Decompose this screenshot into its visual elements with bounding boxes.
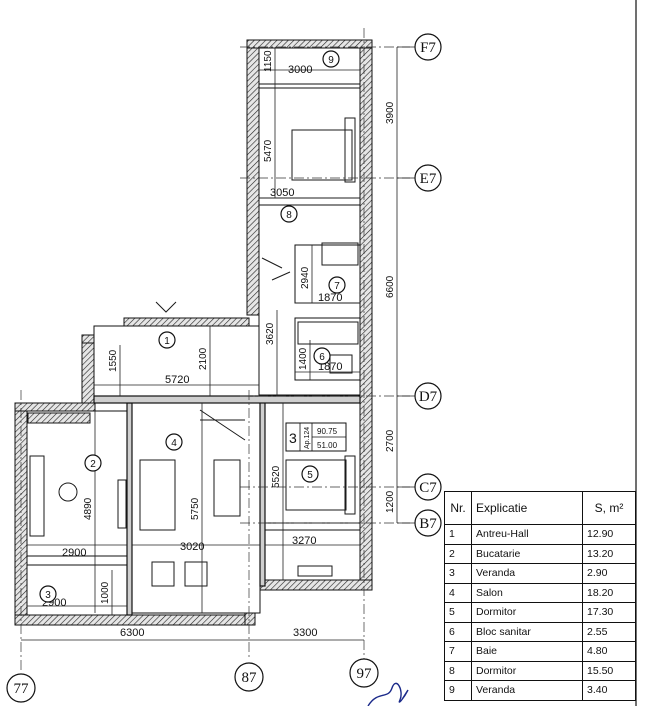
dim-2700: 2700 [385, 429, 396, 452]
dimension-lines [21, 47, 398, 641]
axis-bubble-F7: F7 [397, 33, 442, 61]
dim-6600: 6600 [385, 275, 396, 298]
axis-bubble-87: 87 [234, 662, 264, 692]
dim-1000: 1000 [100, 581, 111, 604]
dim-2940: 2940 [300, 266, 311, 289]
dim-5720: 5720 [165, 374, 189, 386]
dim-4890: 4890 [83, 497, 94, 520]
dim-2900-a: 2900 [62, 547, 86, 559]
room-marker-8: 8 [280, 205, 298, 223]
svg-text:9: 9 [328, 55, 334, 66]
room-marker-9: 9 [322, 50, 340, 68]
svg-text:C7: C7 [419, 480, 437, 496]
dim-3620: 3620 [265, 322, 276, 345]
axis-lines [20, 28, 410, 670]
apartment-number: 3 [289, 430, 297, 446]
dim-3050: 3050 [270, 187, 294, 199]
legend-header-row: Nr. Explicatie S, m² [444, 491, 636, 525]
outer-walls [14, 39, 373, 626]
legend-header-name: Explicatie [471, 491, 583, 525]
room-marker-4: 4 [165, 433, 183, 451]
svg-text:3: 3 [45, 590, 51, 601]
dim-3300: 3300 [293, 627, 317, 639]
dim-1400: 1400 [298, 347, 309, 370]
legend-header-area: S, m² [582, 491, 636, 525]
svg-text:8: 8 [286, 210, 292, 221]
axis-bubble-C7: C7 [397, 473, 442, 501]
svg-text:6: 6 [319, 352, 325, 363]
svg-text:1: 1 [164, 336, 170, 347]
dim-top-3000: 3000 [288, 64, 312, 76]
svg-text:E7: E7 [420, 171, 437, 187]
room-marker-7: 7 [328, 276, 346, 294]
svg-text:F7: F7 [420, 40, 436, 56]
room-marker-1: 1 [158, 331, 176, 349]
dim-2100: 2100 [198, 347, 209, 370]
axis-bubble-B7: B7 [397, 509, 442, 537]
apartment-area-total: 90.75 [317, 427, 338, 436]
dim-1550: 1550 [108, 349, 119, 372]
svg-text:5: 5 [307, 470, 313, 481]
apartment-area-living: 51.00 [317, 441, 338, 450]
room-marker-6: 6 [313, 347, 331, 365]
svg-text:77: 77 [14, 681, 30, 697]
room-marker-2: 2 [84, 454, 102, 472]
axis-bubble-D7: D7 [397, 382, 442, 410]
dim-5750: 5750 [190, 497, 201, 520]
svg-text:2: 2 [90, 459, 96, 470]
dim-5520: 5520 [271, 465, 282, 488]
apartment-kind: Ap.124 [304, 427, 311, 449]
signature-mark [367, 682, 409, 706]
axis-bubble-77: 77 [6, 673, 36, 703]
svg-text:4: 4 [171, 438, 177, 449]
svg-text:B7: B7 [419, 516, 437, 532]
room-markers: 9 8 7 6 1 2 4 5 3 [39, 50, 346, 603]
dim-3020: 3020 [180, 541, 204, 553]
svg-text:97: 97 [357, 666, 373, 682]
room-marker-3: 3 [39, 585, 57, 603]
dim-1200: 1200 [385, 490, 396, 513]
svg-text:D7: D7 [419, 389, 438, 405]
dim-1870-a: 1870 [318, 292, 342, 304]
room-marker-5: 5 [301, 465, 319, 483]
interior-partitions [26, 47, 361, 616]
axis-bubble-E7: E7 [397, 164, 442, 192]
dim-5470: 5470 [263, 139, 274, 162]
dim-3270: 3270 [292, 535, 316, 547]
dim-1150: 1150 [263, 50, 274, 72]
legend-header-nr: Nr. [444, 491, 472, 525]
axis-bubbles: F7 E7 D7 C7 B7 77 87 97 [6, 33, 442, 703]
dim-3900: 3900 [385, 101, 396, 124]
dimension-labels: 3000 1150 5470 3900 3050 6600 2940 1870 … [42, 50, 396, 639]
furniture-fixtures [27, 117, 359, 587]
svg-text:87: 87 [242, 670, 258, 686]
svg-text:7: 7 [334, 281, 340, 292]
axis-bubble-97: 97 [349, 658, 379, 688]
dim-6300: 6300 [120, 627, 144, 639]
apartment-stamp: 3 Ap.124 90.75 51.00 [285, 422, 347, 452]
